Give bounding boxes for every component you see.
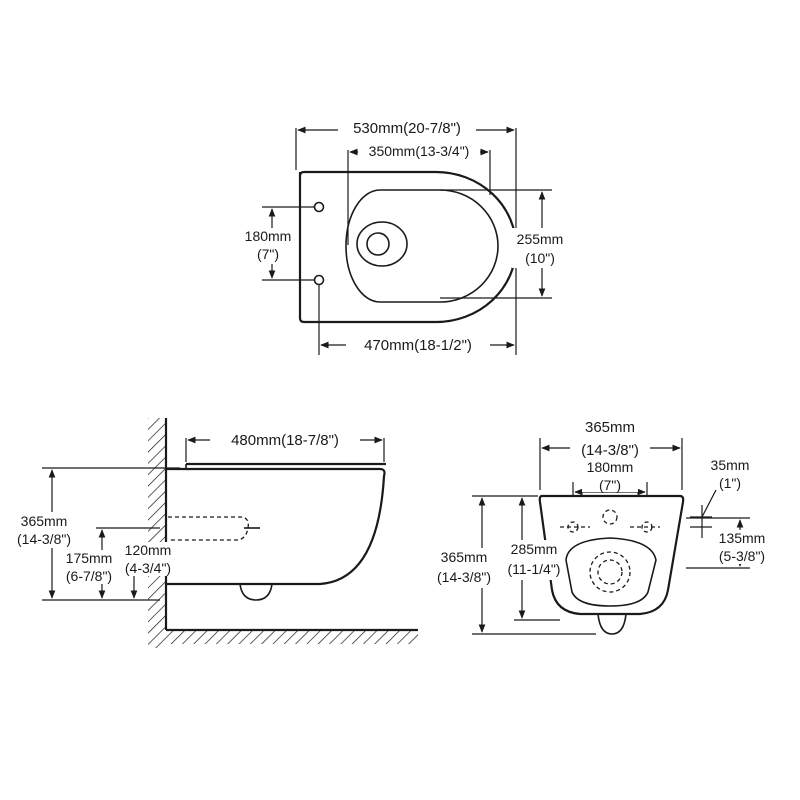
dim-bolt-spacing-mm: 180mm	[245, 228, 292, 244]
side-view: 480mm(18-7/8") 365mm (14-3/8") 175mm (6-…	[14, 418, 418, 648]
floor-hatch	[166, 630, 418, 644]
dim-width-mm: 255mm	[517, 231, 564, 247]
dim-side-outlet-mm: 120mm	[125, 542, 172, 558]
rear-view-outlet-outer	[589, 551, 631, 593]
dim-rear-width-in: (14-3/8")	[581, 442, 639, 459]
dim-projection-label: 470mm(18-1/2")	[364, 337, 472, 354]
top-view-bowl-opening	[356, 221, 408, 267]
dim-side-height-mm: 365mm	[21, 513, 68, 529]
dim-bowl-length-label: 350mm(13-3/4")	[369, 143, 470, 159]
dim-bolt-spacing-in: (7")	[257, 246, 279, 262]
dim-rear-inlet-mm: 135mm	[719, 530, 766, 546]
wall-hatch	[148, 418, 166, 648]
dim-rear-offset-mm: 35mm	[711, 457, 750, 473]
dim-rear-bolt-in: (7")	[599, 477, 621, 493]
dim-rear-outlet-mm: 285mm	[511, 541, 558, 557]
top-view-outline	[298, 170, 518, 324]
dim-side-outlet-in: (4-3/4")	[125, 560, 171, 576]
dim-rear-bolt-mm: 180mm	[587, 459, 634, 475]
dim-width-in: (10")	[525, 250, 555, 266]
dim-overall-length-label: 530mm(20-7/8")	[353, 120, 461, 137]
rear-view-basin	[565, 537, 657, 607]
side-view-body	[166, 467, 386, 586]
dim-side-inlet-mm: 175mm	[66, 550, 113, 566]
top-view-seat	[345, 189, 499, 303]
dim-rear-height-mm: 365mm	[441, 549, 488, 565]
dim-side-inlet-in: (6-7/8")	[66, 568, 112, 584]
bolt-hole-lower	[313, 274, 325, 286]
rear-view-outlet-inner	[597, 559, 623, 585]
bolt-hole-upper	[313, 201, 325, 213]
dim-rear-height-in: (14-3/8")	[437, 569, 491, 585]
rear-view-spigot	[597, 613, 627, 635]
dim-rear-inlet-in: (5-3/8")	[719, 548, 765, 564]
side-view-spigot	[239, 583, 273, 601]
top-view-drain-hole	[366, 232, 390, 256]
side-view-hidden-pipe	[168, 516, 249, 541]
rear-view-inlet	[602, 509, 618, 525]
dim-rear-offset-in: (1")	[719, 475, 741, 491]
dim-side-length-label: 480mm(18-7/8")	[231, 432, 339, 449]
dim-side-height-in: (14-3/8")	[17, 531, 71, 547]
rear-view-body	[538, 494, 685, 616]
dim-rear-width-mm: 365mm	[585, 419, 635, 436]
top-view: 530mm(20-7/8") 350mm(13-3/4") 180mm (7")…	[238, 118, 570, 355]
rear-view: 365mm (14-3/8") 180mm (7") 35mm (1") 135…	[434, 414, 770, 635]
dim-rear-outlet-in: (11-1/4")	[508, 561, 561, 577]
